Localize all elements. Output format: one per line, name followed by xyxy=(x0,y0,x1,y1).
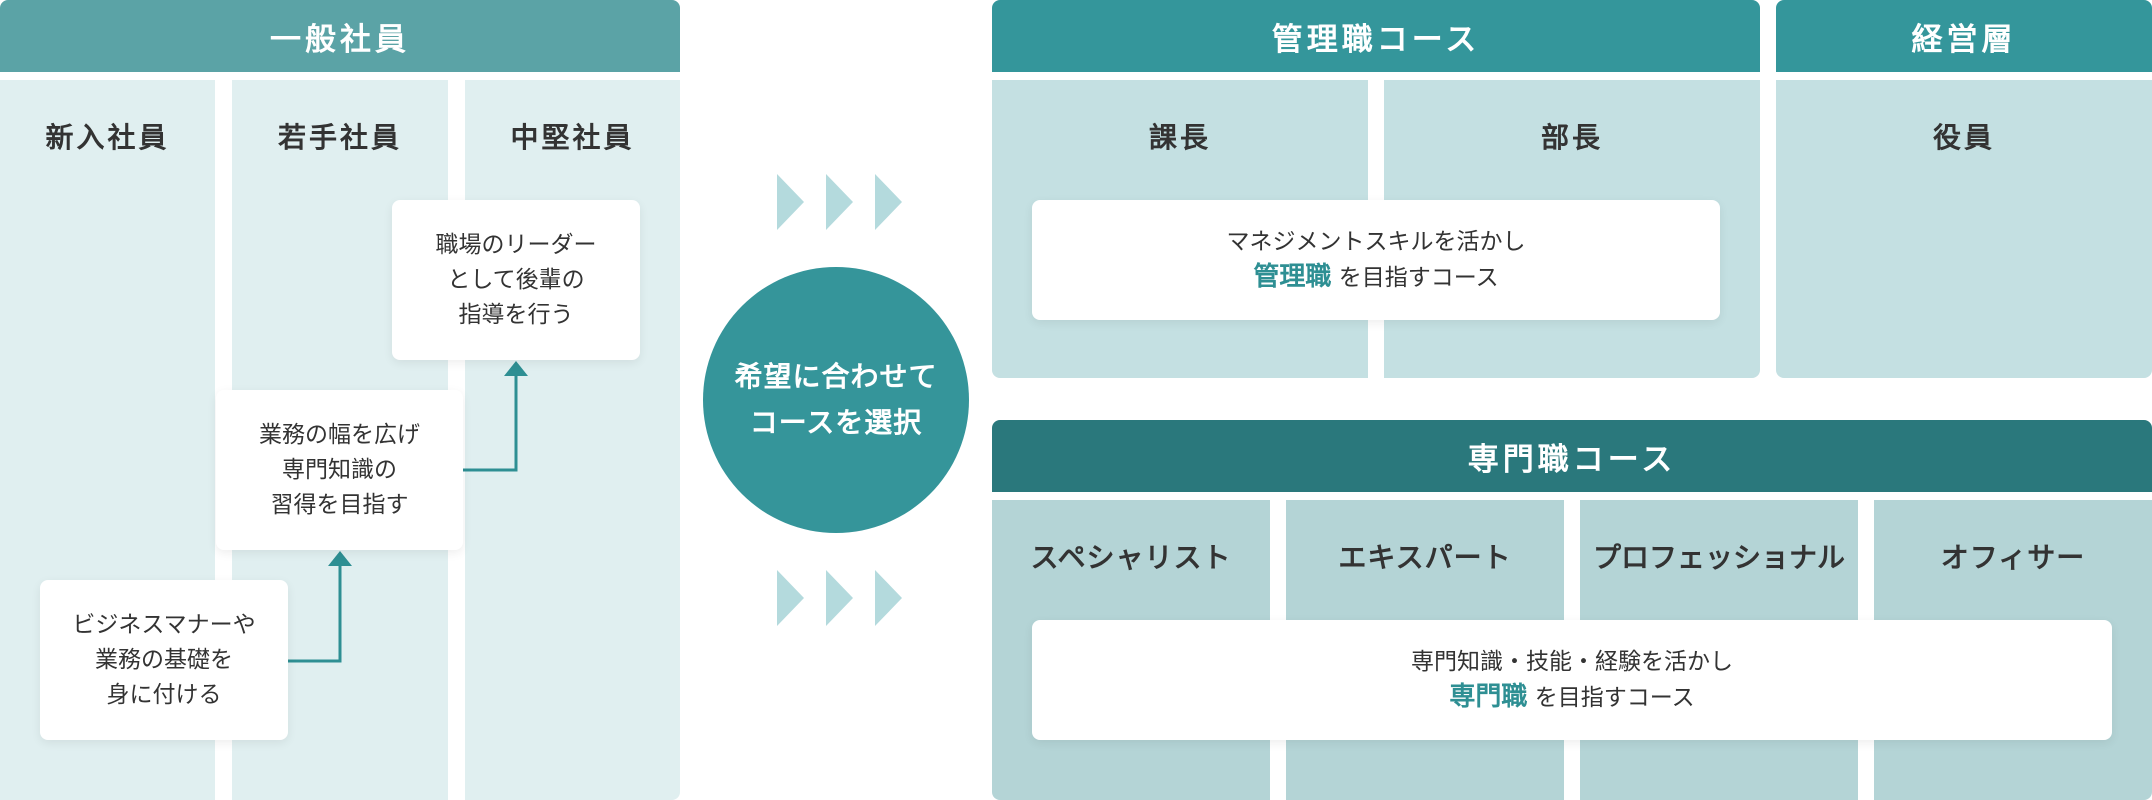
card-line: 職場のリーダー xyxy=(435,231,597,258)
chevron-right-icon xyxy=(875,174,902,230)
column-title-officer-specialist: オフィサー xyxy=(1940,541,2086,574)
column-title-specialist: スペシャリスト xyxy=(1030,541,1232,574)
column-title-section-chief: 課長 xyxy=(1148,121,1211,154)
chevron-right-icon xyxy=(777,570,804,626)
card-line: 業務の幅を広げ xyxy=(259,421,420,448)
management-course-header: 管理職コース xyxy=(992,0,1760,72)
choose-course-circle: 希望に合わせて コースを選択 xyxy=(703,267,969,533)
column-title-new-employee: 新入社員 xyxy=(45,121,170,154)
chevron-right-icon xyxy=(826,174,853,230)
card-line: 業務の基礎を xyxy=(95,646,233,673)
card-line: として後輩の xyxy=(447,266,585,293)
chevron-right-icon xyxy=(875,570,902,626)
circle-line: コースを選択 xyxy=(749,406,923,439)
circle-line: 希望に合わせて xyxy=(734,360,938,393)
card-young-employee: 業務の幅を広げ 専門知識の 習得を目指す xyxy=(216,390,463,550)
chevron-right-icon xyxy=(777,174,804,230)
card-line: 身に付ける xyxy=(106,681,222,708)
card-line: ビジネスマナーや xyxy=(72,611,256,638)
card-line: 専門知識の xyxy=(282,456,397,483)
column-title-mid-level-employee: 中堅社員 xyxy=(510,121,635,154)
card-new-employee: ビジネスマナーや 業務の基礎を 身に付ける xyxy=(40,580,288,740)
executive-header: 経営層 xyxy=(1776,0,2152,72)
card-line: 専門職 を目指すコース xyxy=(1449,680,1694,716)
card-line: 指導を行う xyxy=(458,301,574,328)
column-title-expert: エキスパート xyxy=(1338,541,1512,574)
column-title-department-head: 部長 xyxy=(1540,121,1603,154)
column-title-young-employee: 若手社員 xyxy=(277,121,402,154)
card-line: マネジメントスキルを活かし xyxy=(1226,228,1526,255)
specialist-course-header: 専門職コース xyxy=(992,420,2152,492)
column-title-officer: 役員 xyxy=(1932,121,1995,154)
card-line: 管理職 を目指すコース xyxy=(1253,260,1498,296)
highlight-management: 管理職 xyxy=(1253,261,1332,292)
management-course-card: マネジメントスキルを活かし 管理職 を目指すコース xyxy=(1032,200,1720,320)
card-mid-level-employee: 職場のリーダー として後輩の 指導を行う xyxy=(392,200,640,360)
general-header: 一般社員 xyxy=(0,0,680,72)
highlight-specialist: 専門職 xyxy=(1449,681,1528,712)
executive-column-officer: 役員 xyxy=(1776,80,2152,378)
card-text: を目指すコース xyxy=(1331,264,1499,291)
specialist-course-card: 専門知識・技能・経験を活かし 専門職 を目指すコース xyxy=(1032,620,2112,740)
card-text: を目指すコース xyxy=(1527,684,1695,711)
card-line: 専門知識・技能・経験を活かし xyxy=(1411,648,1733,675)
column-title-professional: プロフェッショナル xyxy=(1592,541,1845,574)
chevron-right-icon xyxy=(826,570,853,626)
card-line: 習得を目指す xyxy=(270,491,409,518)
